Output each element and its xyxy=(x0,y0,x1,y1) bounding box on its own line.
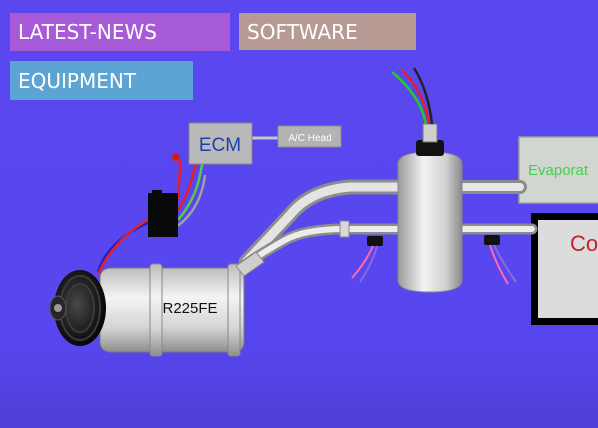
condenser: Co xyxy=(531,213,598,325)
clutch-pulley xyxy=(49,270,106,346)
clutch-connector xyxy=(148,193,178,237)
ecm-module: ECM xyxy=(188,122,278,165)
receiver-drier xyxy=(397,123,463,293)
ac-head-label: A/C Head xyxy=(288,133,331,144)
evaporator-label: Evaporat xyxy=(528,162,589,179)
pipe-coupling xyxy=(339,220,350,238)
equipment-button[interactable]: EQUIPMENT xyxy=(10,61,193,100)
pressure-switch-right xyxy=(484,235,517,285)
drier-wires xyxy=(391,67,434,125)
compressor: R225FE xyxy=(99,251,265,357)
condenser-label: Co xyxy=(570,231,598,256)
software-button[interactable]: SOFTWARE xyxy=(239,13,416,50)
connector-pin xyxy=(172,153,180,161)
evaporator: Evaporat xyxy=(518,136,598,204)
ecm-label: ECM xyxy=(199,135,241,156)
refrigerant-lines xyxy=(232,179,538,276)
ac-head-module: A/C Head xyxy=(277,125,342,148)
latest-news-button[interactable]: LATEST-NEWS xyxy=(10,13,230,51)
pressure-switch-left xyxy=(351,236,383,283)
compressor-label: R225FE xyxy=(162,300,217,317)
